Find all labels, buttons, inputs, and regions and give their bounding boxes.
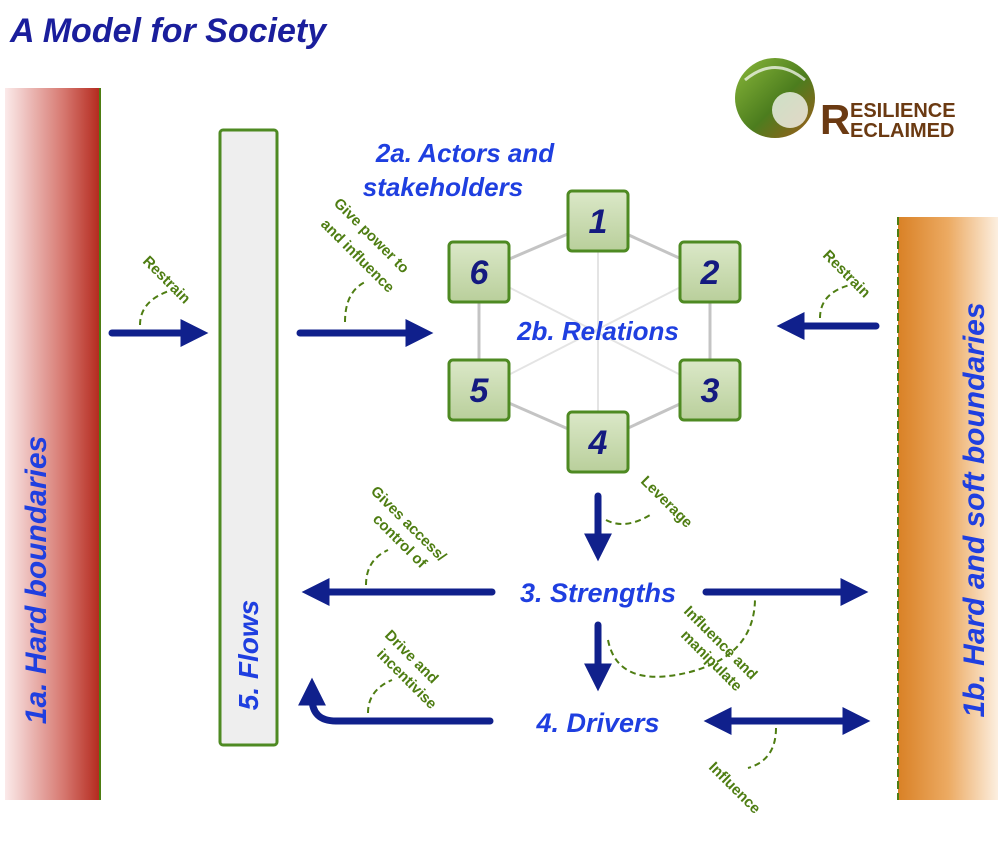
- callout-influence-manipulate: [607, 597, 756, 678]
- drivers-label: 4. Drivers: [535, 708, 659, 738]
- left-boundary-label: 1a. Hard boundaries: [20, 436, 53, 724]
- svg-text:5: 5: [470, 372, 490, 410]
- svg-text:3: 3: [701, 372, 720, 410]
- diagram-title: A Model for Society: [10, 12, 327, 50]
- actor-node-6: 6: [447, 240, 511, 304]
- actor-node-3: 3: [678, 358, 742, 422]
- actor-node-2: 2: [678, 240, 742, 304]
- callout-give-power: [344, 281, 366, 323]
- arrow-drive-incentivise: [298, 677, 494, 725]
- logo-line-2: ECLAIMED: [850, 120, 954, 142]
- relations-label: 2b. Relations: [516, 316, 679, 346]
- svg-text:2: 2: [700, 254, 720, 292]
- resilience-reclaimed-logo: R ESILIENCE ECLAIMED: [735, 58, 956, 143]
- actor-node-4: 4: [566, 410, 630, 474]
- annotation-restrain-left: Restrain: [139, 253, 193, 307]
- right-boundary-label: 1b. Hard and soft boundaries: [958, 302, 991, 717]
- annotation-restrain-right: Restrain: [819, 247, 873, 301]
- callout-drive: [367, 679, 393, 714]
- strengths-label: 3. Strengths: [520, 578, 676, 608]
- callout-gives-access: [365, 549, 389, 586]
- actor-node-1: 1: [566, 189, 630, 253]
- callout-restrain-left: [139, 289, 173, 326]
- svg-text:6: 6: [470, 254, 490, 292]
- flows-bar: [218, 128, 279, 747]
- right-boundary-bar: [898, 217, 998, 800]
- logo-initial: R: [820, 96, 850, 143]
- actors-heading-line-2: stakeholders: [363, 172, 523, 202]
- logo-line-1: ESILIENCE: [850, 100, 956, 122]
- left-hard-boundary-bar: [5, 88, 101, 800]
- callout-leverage: [605, 514, 651, 525]
- callout-influence: [747, 727, 777, 769]
- relations-inner-lines: [478, 221, 711, 442]
- actor-node-5: 5: [447, 358, 511, 422]
- svg-text:1: 1: [589, 203, 608, 241]
- callout-restrain-right: [819, 284, 851, 319]
- annotation-influence: Influence: [705, 759, 764, 818]
- svg-text:4: 4: [588, 424, 608, 462]
- flows-label: 5. Flows: [233, 600, 264, 710]
- actors-heading-line-1: 2a. Actors and: [375, 138, 555, 168]
- annotation-leverage: Leverage: [637, 473, 696, 532]
